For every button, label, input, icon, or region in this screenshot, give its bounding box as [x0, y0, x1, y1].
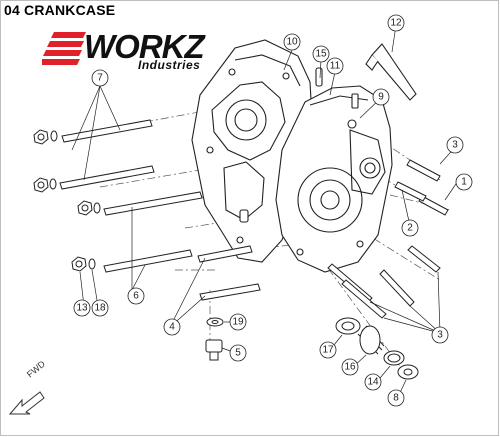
callout-9: 9 — [378, 92, 384, 103]
callout-8: 8 — [393, 393, 399, 404]
callout-4: 4 — [169, 322, 175, 333]
callout-12: 12 — [390, 18, 402, 29]
left-nuts-washers — [33, 129, 101, 272]
callout-11: 11 — [330, 61, 341, 72]
callout-circle-11 — [326, 57, 344, 75]
fwd-arrow-icon: FWD — [8, 358, 48, 415]
callout-circle-16 — [341, 358, 359, 376]
callout-circle-8 — [387, 389, 405, 407]
callout-circle-3a — [446, 136, 464, 154]
callout-circle-14 — [364, 373, 382, 391]
logo-stripe-3 — [43, 50, 82, 56]
logo-stripes-icon — [42, 32, 86, 65]
callout-circle-12 — [387, 14, 405, 32]
part-12-shift-rod — [365, 43, 417, 101]
callout-circle-13 — [73, 299, 91, 317]
callout-circle-18 — [91, 299, 109, 317]
callout-3b: 3 — [437, 330, 443, 341]
logo-stripe-1 — [51, 32, 86, 38]
logo-wordmark: WORKZ — [84, 28, 205, 65]
callout-circle-1 — [455, 173, 473, 191]
logo-stripe-2 — [47, 41, 84, 47]
callout-1: 1 — [461, 177, 467, 188]
page-title: 04 CRANKCASE — [4, 2, 116, 18]
callout-14: 14 — [367, 377, 379, 388]
callout-6: 6 — [133, 291, 139, 302]
callout-2: 2 — [407, 223, 413, 234]
callout-15: 15 — [315, 49, 327, 60]
logo-stripe-4 — [42, 59, 80, 65]
long-studs — [59, 119, 261, 301]
callout-circle-19 — [229, 313, 247, 331]
callout-circle-10 — [283, 33, 301, 51]
callout-19: 19 — [232, 317, 244, 328]
callout-16: 16 — [344, 362, 356, 373]
callout-circle-7 — [91, 69, 109, 87]
callout-circle-2 — [401, 219, 419, 237]
right-crankcase-half — [275, 67, 393, 273]
callout-circle-9 — [372, 88, 390, 106]
callout-circle-17 — [319, 341, 337, 359]
callout-5: 5 — [235, 348, 241, 359]
callout-circle-3b — [431, 326, 449, 344]
callout-17: 17 — [322, 345, 334, 356]
callout-circle-5 — [229, 344, 247, 362]
callout-circles — [73, 14, 473, 407]
small-parts — [205, 317, 419, 380]
callout-circle-4 — [163, 318, 181, 336]
callout-13: 13 — [76, 303, 88, 314]
fwd-label: FWD — [25, 358, 48, 379]
right-bolts — [327, 159, 449, 319]
brand-logo: WORKZ Industries — [42, 28, 222, 74]
callout-3a: 3 — [452, 140, 458, 151]
callout-circle-15 — [312, 45, 330, 63]
callout-10: 10 — [286, 37, 298, 48]
logo-tagline: Industries — [138, 58, 201, 72]
callout-18: 18 — [94, 303, 106, 314]
callout-7: 7 — [97, 73, 103, 84]
callout-circle-6 — [127, 287, 145, 305]
